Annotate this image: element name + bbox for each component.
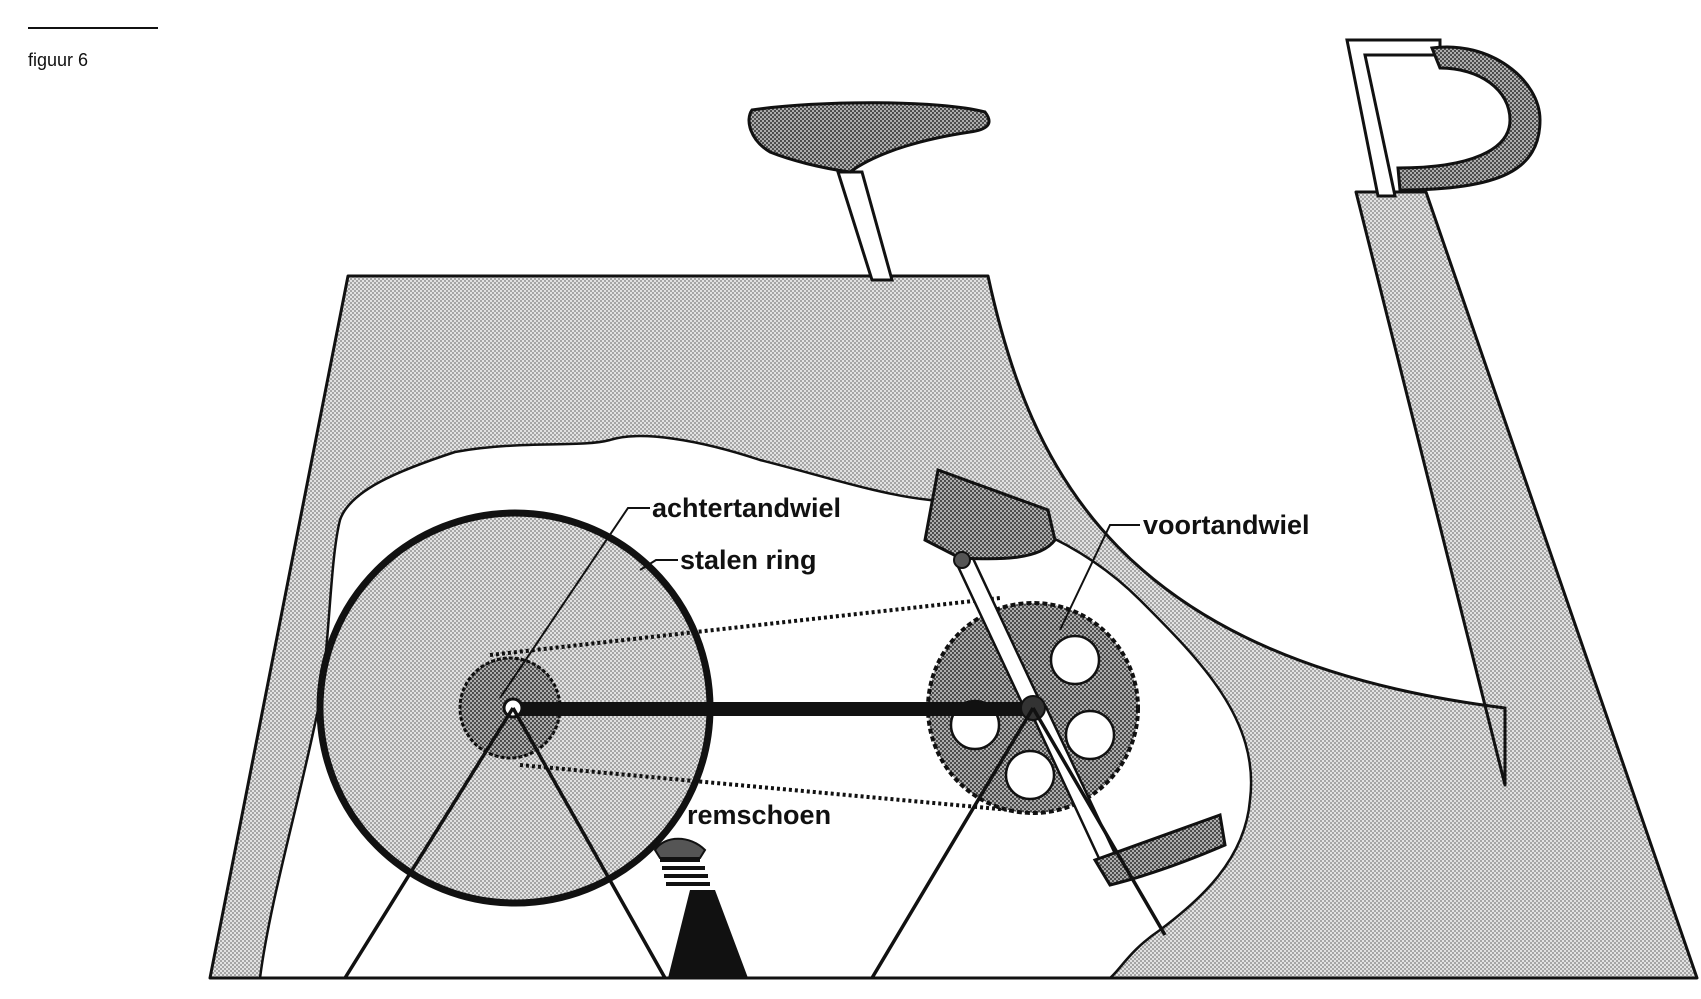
chainring-hole [1004,749,1056,801]
drive-arm [512,702,1030,716]
label-front-sprocket: voortandwiel [1143,510,1310,540]
brake-shoe [653,837,707,859]
handlebar-grip [1396,45,1542,192]
label-brake-shoe: remschoen [687,800,831,830]
leader-line-rear-sprocket [499,507,650,699]
label-rear-sprocket: achtertandwiel [652,493,841,523]
brake-spring [660,858,710,886]
seat-post [835,170,894,282]
frame-leg [343,707,1167,979]
figure-label: figuur 6 [28,50,89,70]
leader-line-front-sprocket [1059,524,1140,631]
chainring-hole [1064,709,1116,761]
pedal-axle-upper [953,551,971,569]
label-steel-ring: stalen ring [680,545,817,575]
brake-mount [668,890,748,978]
figure-rule [28,27,158,29]
chainring-hole [1049,634,1101,686]
leader-line-steel-ring [639,559,678,571]
handlebar-stem [1345,38,1442,198]
saddle [747,101,991,174]
chain [489,596,1011,812]
